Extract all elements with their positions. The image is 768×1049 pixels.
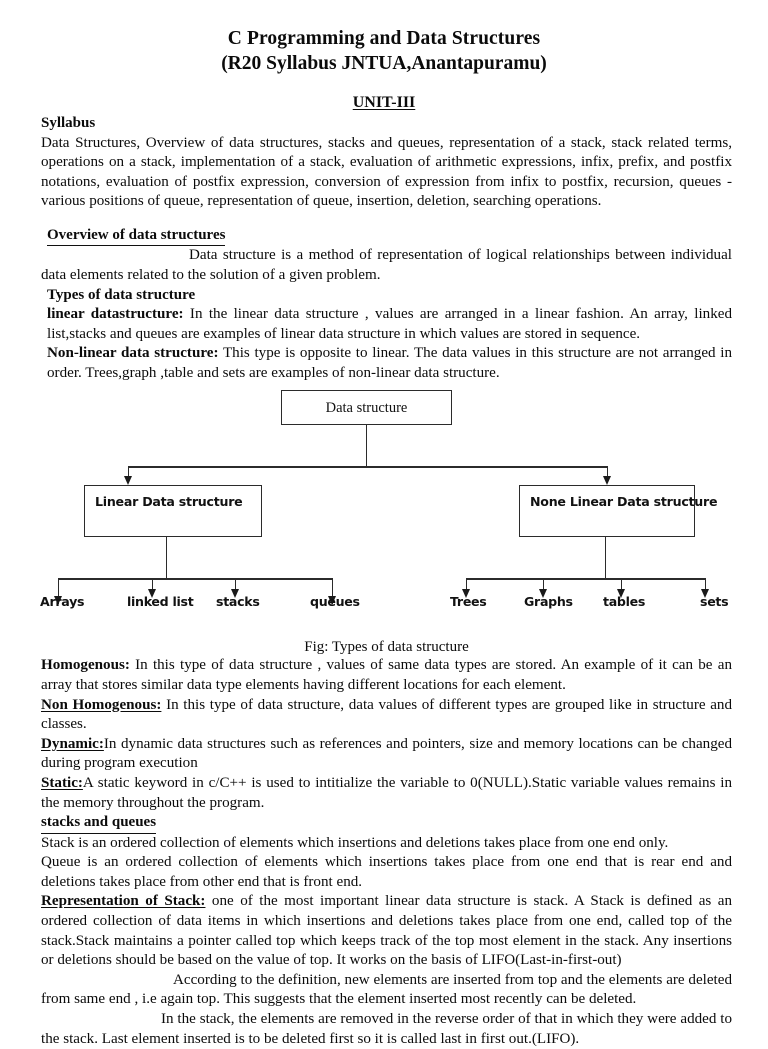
arrow-to-queues bbox=[327, 596, 336, 606]
arrow-to-nonlinear-node bbox=[602, 476, 611, 486]
dynamic-paragraph: Dynamic:In dynamic data structures such … bbox=[41, 735, 732, 774]
stack-definition: Stack is an ordered collection of elemen… bbox=[41, 834, 669, 851]
diagram-leaf-trees: Trees bbox=[450, 594, 487, 609]
arrow-to-linked-list bbox=[147, 589, 156, 599]
arrow-to-trees bbox=[461, 589, 470, 599]
diagram-node-linear-data-structure: Linear Data structure bbox=[84, 485, 262, 538]
static-term: Static: bbox=[41, 775, 83, 791]
connector-nonlinear-stem bbox=[605, 537, 607, 579]
connector-stacks-drop bbox=[235, 578, 237, 596]
arrow-to-tables bbox=[616, 589, 625, 599]
nonlinear-term: Non-linear data structure: bbox=[47, 345, 219, 362]
connector-linear-bus bbox=[58, 578, 332, 580]
connector-tables-drop bbox=[621, 578, 623, 596]
dynamic-term: Dynamic: bbox=[41, 735, 104, 752]
diagram-leaf-linked-list: linked list bbox=[127, 594, 194, 609]
document-body-lower: Fig: Types of data structure Homogenous:… bbox=[0, 623, 768, 1049]
connector-nonlinear-bus bbox=[466, 578, 705, 580]
connector-arrays-drop bbox=[58, 578, 60, 605]
static-paragraph: Static:A static keyword in c/C++ is used… bbox=[41, 774, 732, 813]
diagram-leaf-tables: tables bbox=[603, 594, 646, 609]
stacks-queues-heading: stacks and queues bbox=[41, 813, 157, 834]
diagram-node-linear-label: Linear Data structure bbox=[95, 494, 243, 510]
representation-of-stack-term: Representation of Stack: bbox=[41, 893, 206, 910]
page-title: C Programming and Data Structures bbox=[227, 28, 541, 49]
diagram-node-data-structure: Data structure bbox=[281, 390, 452, 426]
arrow-to-stacks bbox=[230, 589, 239, 599]
arrow-to-graphs bbox=[538, 589, 547, 599]
types-of-data-structure-diagram: Data structure Linear Data structure Non… bbox=[0, 383, 768, 623]
connector-left-drop bbox=[128, 466, 130, 478]
overview-heading: Overview of data structures bbox=[47, 226, 226, 247]
arrow-to-arrays bbox=[53, 596, 62, 606]
connector-linkedlist-drop bbox=[152, 578, 154, 596]
document-body: Syllabus Data Structures, Overview of da… bbox=[0, 114, 768, 383]
syllabus-body: Data Structures, Overview of data struct… bbox=[41, 134, 732, 210]
overview-heading-wrap: Overview of data structures bbox=[41, 226, 732, 247]
according-to-definition-paragraph: According to the definition, new element… bbox=[41, 971, 732, 1010]
arrow-to-sets bbox=[700, 589, 709, 599]
diagram-leaf-queues: queues bbox=[310, 594, 360, 609]
figure-caption: Fig: Types of data structure bbox=[304, 639, 469, 656]
according-to-definition-text: According to the definition, new element… bbox=[41, 971, 732, 1008]
representation-of-stack-paragraph: Representation of Stack: one of the most… bbox=[41, 892, 732, 970]
overview-definition-para: Data structure is a method of representa… bbox=[41, 246, 732, 285]
page-subtitle: (R20 Syllabus JNTUA,Anantapuramu) bbox=[221, 53, 547, 74]
stacks-queues-heading-wrap: stacks and queues bbox=[41, 813, 732, 834]
non-homogenous-body: In this type of data structure, data val… bbox=[41, 696, 733, 733]
connector-linear-stem bbox=[166, 537, 168, 579]
linear-paragraph: linear datastructure: In the linear data… bbox=[41, 305, 732, 344]
diagram-node-nonlinear-data-structure: None Linear Data structure bbox=[519, 485, 718, 538]
diagram-leaf-arrays: Arrays bbox=[40, 594, 85, 609]
overview-definition: Data structure is a method of representa… bbox=[41, 247, 732, 283]
connector-graphs-drop bbox=[543, 578, 545, 596]
syllabus-heading: Syllabus bbox=[41, 115, 96, 131]
non-homogenous-term: Non Homogenous: bbox=[41, 696, 162, 713]
in-the-stack-paragraph: In the stack, the elements are removed i… bbox=[41, 1010, 732, 1049]
document-page: C Programming and Data Structures (R20 S… bbox=[0, 28, 768, 1047]
connector-sets-drop bbox=[705, 578, 707, 596]
linear-body: In the linear data structure , values ar… bbox=[47, 306, 732, 342]
connector-root-stem bbox=[366, 425, 368, 467]
connector-trees-drop bbox=[466, 578, 468, 596]
connector-right-drop bbox=[607, 466, 609, 478]
diagram-leaf-stacks: stacks bbox=[216, 594, 260, 609]
dynamic-body: In dynamic data structures such as refer… bbox=[41, 735, 732, 772]
arrow-to-linear-node bbox=[123, 476, 132, 486]
connector-queues-drop bbox=[332, 578, 334, 605]
types-heading: Types of data structure bbox=[47, 286, 196, 303]
nonlinear-body: This type is opposite to linear. The dat… bbox=[47, 345, 733, 381]
representation-of-stack-body: one of the most important linear data st… bbox=[41, 893, 733, 969]
non-homogenous-paragraph: Non Homogenous: In this type of data str… bbox=[41, 696, 732, 735]
static-body: A static keyword in c/C++ is used to int… bbox=[41, 775, 732, 811]
nonlinear-paragraph: Non-linear data structure: This type is … bbox=[41, 344, 732, 383]
connector-level1-bus bbox=[128, 466, 608, 468]
unit-heading-text: UNIT-III bbox=[352, 94, 416, 111]
diagram-node-nonlinear-label: None Linear Data structure bbox=[530, 494, 718, 510]
in-the-stack-text: In the stack, the elements are removed i… bbox=[41, 1011, 732, 1047]
unit-heading: UNIT-III bbox=[0, 76, 768, 114]
diagram-leaf-sets: sets bbox=[700, 594, 729, 609]
queue-definition: Queue is an ordered collection of elemen… bbox=[41, 854, 732, 890]
homogenous-body: In this type of data structure , values … bbox=[41, 657, 732, 694]
homogenous-paragraph: Homogenous: In this type of data structu… bbox=[41, 656, 732, 695]
diagram-leaf-graphs: Graphs bbox=[524, 594, 573, 609]
diagram-node-data-structure-label: Data structure bbox=[325, 400, 408, 417]
linear-term: linear datastructure: bbox=[47, 306, 184, 323]
homogenous-term: Homogenous: bbox=[41, 657, 130, 674]
